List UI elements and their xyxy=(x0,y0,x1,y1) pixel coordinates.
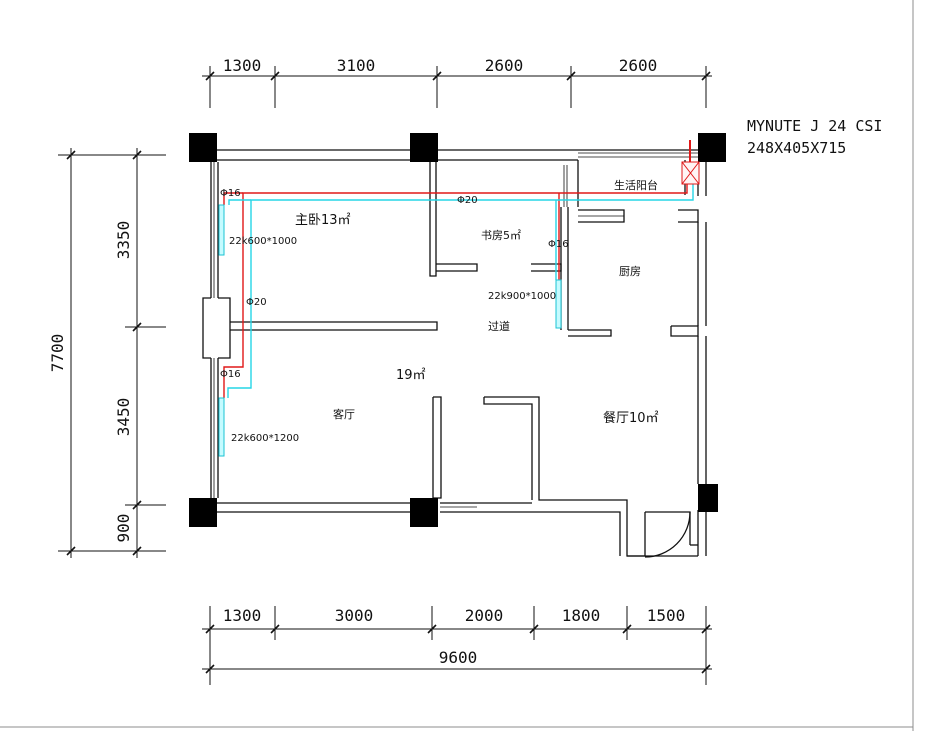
radiator-label-bedroom: 22k600*1000 xyxy=(229,236,297,247)
room-living: 客厅 xyxy=(333,407,355,421)
dim-bottom-total: 9600 xyxy=(439,648,478,667)
boiler-icon xyxy=(681,140,700,185)
dim-bottom-3: 2000 xyxy=(465,606,504,625)
dim-left-2: 3450 xyxy=(114,398,133,437)
pipe-label-bedroom: Φ16 xyxy=(220,188,241,199)
room-total-area: 19㎡ xyxy=(396,368,426,383)
walls xyxy=(202,149,707,558)
room-study: 书房5㎡ xyxy=(481,229,521,242)
radiator-study-icon xyxy=(555,279,562,329)
radiator-label-living: 22k600*1200 xyxy=(231,433,299,444)
pipe-label-living: Φ16 xyxy=(220,369,241,380)
return-pipe xyxy=(227,178,694,398)
boiler-model: MYNUTE J 24 CSI xyxy=(747,117,882,135)
room-balcony: 生活阳台 xyxy=(614,178,658,192)
radiator-label-study: 22k900*1000 xyxy=(488,291,556,302)
dim-left-3: 900 xyxy=(114,514,133,543)
room-corridor: 过道 xyxy=(488,319,510,333)
dim-bottom-2: 3000 xyxy=(335,606,374,625)
radiator-living-icon xyxy=(218,397,225,457)
dim-bottom-4: 1800 xyxy=(562,606,601,625)
dim-top-2: 3100 xyxy=(337,56,376,75)
pipe-label-study: Φ16 xyxy=(548,239,569,250)
supply-pipe xyxy=(223,178,688,398)
room-dining: 餐厅10㎡ xyxy=(603,410,659,426)
top-dimension-chain: 1300 3100 2600 2600 xyxy=(202,56,712,108)
room-kitchen: 厨房 xyxy=(619,265,641,278)
pipe-label-main: Φ20 xyxy=(457,195,478,206)
dim-top-1: 1300 xyxy=(223,56,262,75)
dim-bottom-5: 1500 xyxy=(647,606,686,625)
pipe-label-vertical: Φ20 xyxy=(246,297,267,308)
bottom-dimension-chain: 1300 3000 2000 1800 1500 9600 xyxy=(202,606,712,685)
radiator-bedroom-icon xyxy=(218,204,225,256)
dim-bottom-1: 1300 xyxy=(223,606,262,625)
dim-top-3: 2600 xyxy=(485,56,524,75)
structural-columns xyxy=(189,133,726,527)
boiler-size: 248X405X715 xyxy=(747,139,846,157)
left-dimension-chain: 7700 3350 3450 900 xyxy=(48,148,166,558)
room-master-bedroom: 主卧13㎡ xyxy=(295,213,351,228)
dim-left-total: 7700 xyxy=(48,334,67,373)
dim-left-1: 3350 xyxy=(114,221,133,260)
dim-top-4: 2600 xyxy=(619,56,658,75)
